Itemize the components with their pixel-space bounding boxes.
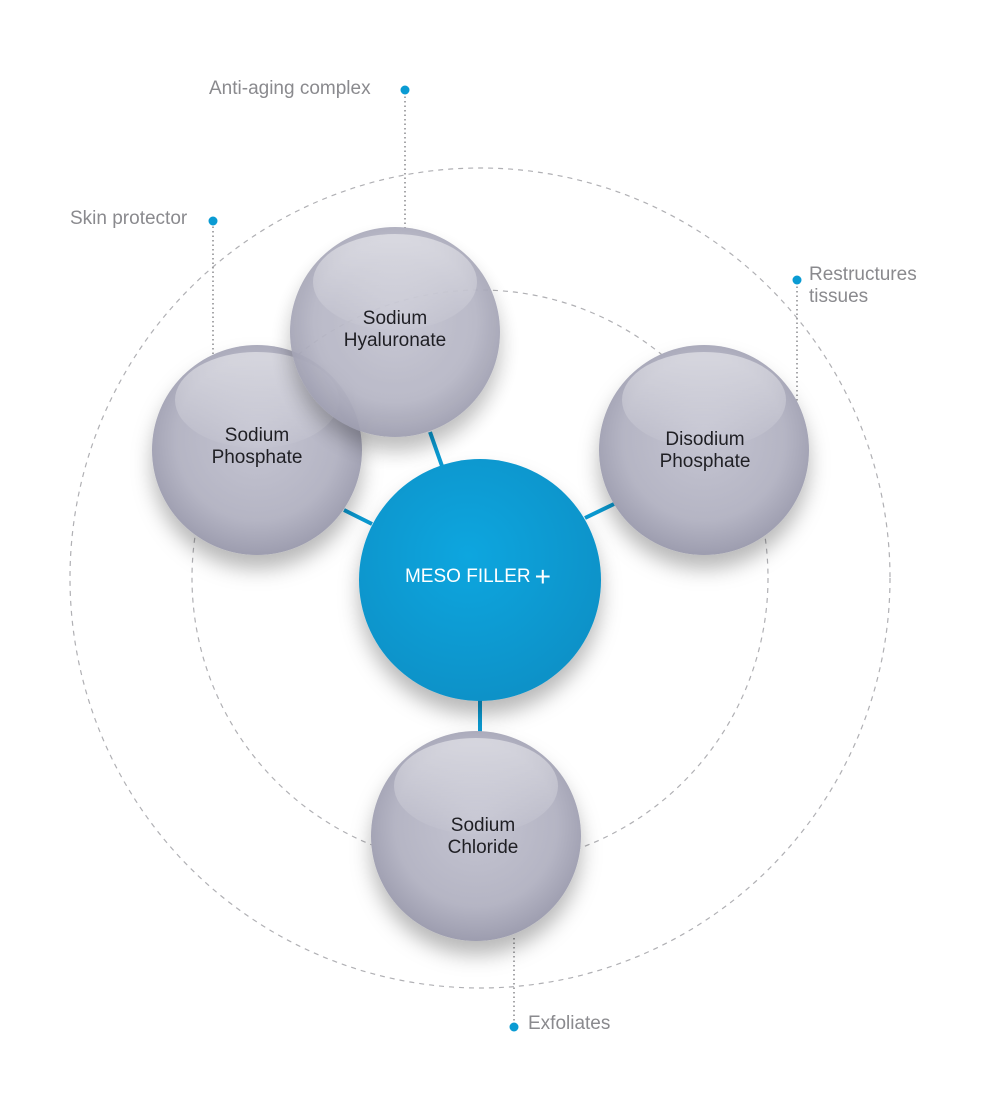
node-text-sodium-chloride: Sodium Chloride [393, 815, 573, 859]
node-line-2: Phosphate [659, 451, 751, 472]
label-tissues: tissues [809, 286, 869, 307]
node-line-1: Disodium [665, 429, 745, 450]
dot-anti-aging [400, 85, 410, 95]
node-text-disodium-phosphate: Disodium Phosphate [615, 429, 795, 473]
sphere-sodium-chloride [371, 731, 581, 941]
node-line-2: Chloride [447, 837, 519, 858]
node-line-1: Sodium [224, 425, 290, 446]
plus-icon: + [534, 561, 551, 592]
dot-restructures [792, 275, 802, 285]
connector-disodium-phosphate [584, 502, 615, 520]
node-text-sodium-phosphate: Sodium Phosphate [167, 425, 347, 469]
sphere-sodium-hyaluronate [290, 227, 500, 437]
sphere-disodium-phosphate [599, 345, 809, 555]
center-title: MESO FILLER [404, 566, 531, 587]
center-label: MESO FILLER+ [368, 563, 588, 591]
sphere-sodium-phosphate [152, 345, 362, 555]
label-exfoliates: Exfoliates [528, 1013, 611, 1034]
label-anti-aging-complex: Anti-aging complex [209, 78, 371, 99]
dot-exfoliates [509, 1022, 519, 1032]
dot-skin-protector [208, 216, 218, 226]
outer-orbit-ring [69, 167, 891, 989]
node-line-1: Sodium [450, 815, 516, 836]
node-text-sodium-hyaluronate: Sodium Hyaluronate [305, 308, 485, 352]
node-line-2: Hyaluronate [343, 330, 447, 351]
node-line-1: Sodium [362, 308, 428, 329]
node-line-2: Phosphate [211, 447, 303, 468]
center-sphere [359, 459, 601, 701]
connector-hyaluronate [428, 431, 444, 467]
label-restructures: Restructures [809, 264, 917, 285]
label-skin-protector: Skin protector [70, 208, 188, 229]
connector-sodium-phosphate [343, 508, 373, 526]
